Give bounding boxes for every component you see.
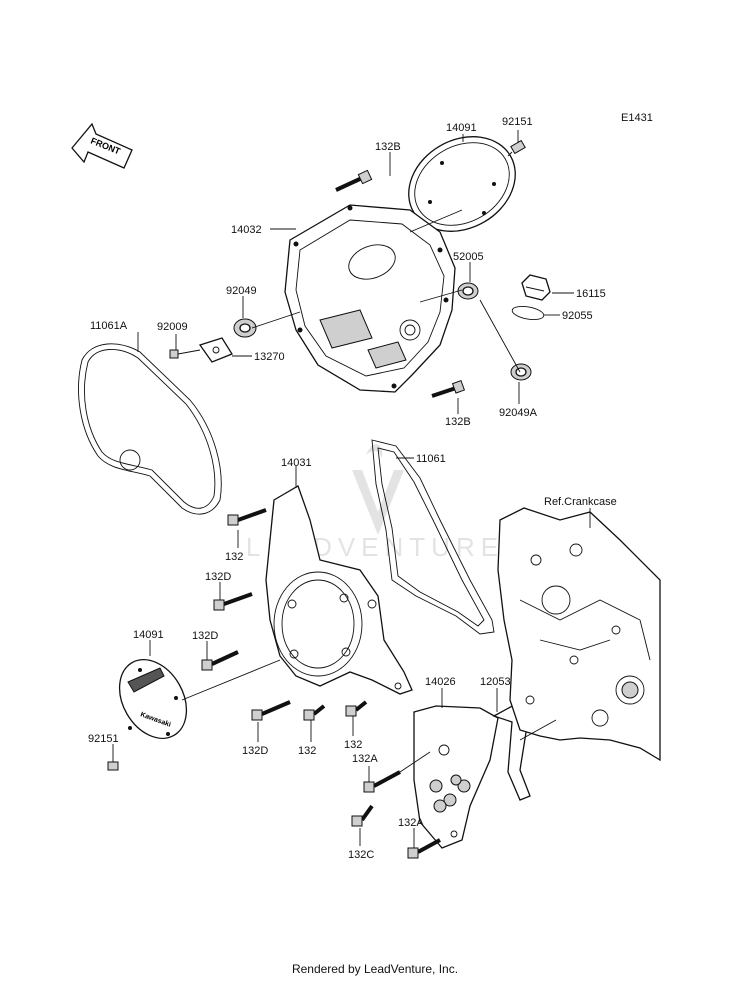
footer-credit: Rendered by LeadVenture, Inc. — [291, 962, 459, 976]
leader-lines — [112, 130, 574, 848]
callout-11061a: 11061A — [90, 320, 128, 332]
bolt-132-c — [345, 700, 368, 717]
bolt-132-a — [227, 508, 267, 526]
bolt-132b-bottom — [431, 379, 466, 398]
sprocket-cover — [413, 705, 499, 849]
bolt-132d-c — [251, 700, 291, 721]
plate-13270 — [198, 337, 233, 363]
callout-132b-bottom: 132B — [445, 416, 471, 428]
clutch-cover-housing — [284, 204, 456, 393]
bolt-132d-a — [213, 592, 253, 611]
ref-crankcase — [497, 507, 661, 762]
clutch-cover-cap — [408, 136, 516, 232]
bolt-132-b — [303, 704, 326, 721]
o-ring-92055 — [511, 306, 545, 320]
callout-52005: 52005 — [453, 251, 484, 263]
callout-92049a: 92049A — [499, 407, 538, 419]
callout-132b-top: 132B — [375, 141, 401, 153]
bolt-132b-top — [335, 169, 373, 192]
bolt-92151-top — [507, 139, 526, 157]
callout-16115: 16115 — [576, 288, 606, 300]
seal-92049 — [233, 318, 257, 338]
callout-92009: 92009 — [157, 321, 188, 333]
callout-14091-top: 14091 — [446, 122, 477, 134]
screw-92009 — [169, 349, 179, 359]
generator-cover — [265, 485, 413, 695]
callout-14032: 14032 — [231, 224, 262, 236]
seal-52005 — [457, 282, 479, 300]
oil-filler-cap — [521, 274, 551, 301]
callout-132a-a: 132A — [352, 753, 378, 765]
callout-labels: 132B 14091 92151 14032 52005 92049 16115… — [88, 116, 606, 861]
callout-132-c: 132 — [344, 739, 362, 751]
gasket-11061 — [371, 439, 495, 635]
gasket-11061a — [78, 343, 222, 515]
callout-12053: 12053 — [480, 676, 511, 688]
diagram-code: E1431 — [621, 112, 653, 124]
seal-92049a — [510, 363, 532, 381]
callout-14026: 14026 — [425, 676, 456, 688]
callout-92151-top: 92151 — [502, 116, 533, 128]
callout-132a-b: 132A — [398, 817, 424, 829]
callout-132-b: 132 — [298, 745, 316, 757]
reference-label: Ref.Crankcase — [544, 496, 617, 508]
callout-92049: 92049 — [226, 285, 257, 297]
callout-92055: 92055 — [562, 310, 593, 322]
bolt-132a-b — [407, 838, 441, 859]
callout-132d-a: 132D — [205, 571, 231, 583]
callout-14091-bottom: 14091 — [133, 629, 164, 641]
callout-11061: 11061 — [416, 453, 446, 465]
callout-132d-b: 132D — [192, 630, 218, 642]
front-arrow-icon: FRONT — [71, 122, 133, 169]
callout-132-a: 132 — [225, 551, 243, 563]
emblem-cover: Kawasaki — [118, 659, 188, 739]
callout-13270: 13270 — [254, 351, 285, 363]
callout-132c: 132C — [348, 849, 374, 861]
callout-14031: 14031 — [281, 457, 312, 469]
callout-92151-bottom: 92151 — [88, 733, 119, 745]
bolt-92151-bottom — [107, 761, 119, 771]
bolt-132c — [351, 804, 374, 827]
callout-132d-c: 132D — [242, 745, 268, 757]
